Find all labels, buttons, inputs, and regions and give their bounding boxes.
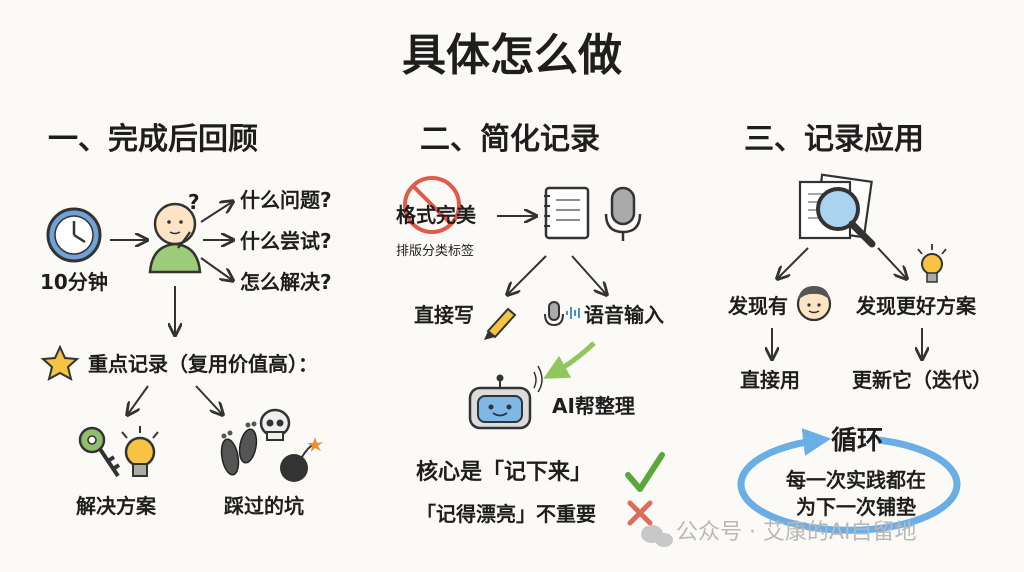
format-sublabel: 排版分类标签 [396, 244, 475, 259]
notebook-icon [544, 186, 590, 240]
lightbulb-icon [121, 426, 159, 477]
watermark: 公众号 · 艾康的AI自留地 [676, 520, 917, 545]
arrow [200, 257, 232, 280]
checkmark-icon [625, 452, 665, 492]
voice-input-label: 语音输入 [584, 303, 664, 327]
forbid-icon [403, 176, 461, 234]
voice-mic-icon [544, 301, 580, 327]
col2-heading: 二、简化记录 [420, 122, 600, 157]
outcome-pitfalls: 踩过的坑 [224, 494, 304, 518]
microphone-icon [604, 186, 642, 241]
arrow [778, 247, 809, 278]
page-title: 具体怎么做 [402, 30, 622, 81]
robot-icon [468, 365, 543, 430]
question-1: 什么问题? [240, 188, 332, 212]
arrow [128, 385, 149, 414]
question-mark: ? [188, 190, 200, 214]
thinking-person-icon [148, 202, 202, 274]
found-label: 发现有 [728, 294, 788, 318]
outcome-solution: 解决方案 [76, 494, 156, 518]
record-label: 重点记录（复用价值高）： [88, 352, 318, 376]
footprint-icon [220, 421, 258, 476]
cycle-line-2: 为下一次铺垫 [796, 495, 916, 519]
arrow [877, 247, 906, 278]
skull-icon [259, 408, 291, 441]
cross-icon [627, 500, 653, 526]
magnifier-documents-icon [798, 173, 876, 248]
cycle-line-1: 每一次实践都在 [786, 468, 926, 492]
use-direct-label: 直接用 [740, 368, 800, 392]
col3-heading: 三、记录应用 [744, 122, 924, 157]
time-label: 10分钟 [40, 270, 108, 294]
cycle-title: 循环 [831, 426, 884, 456]
question-3: 怎么解决? [240, 270, 332, 294]
pencil-icon [484, 307, 517, 340]
arrow [200, 202, 232, 223]
format-label: 格式完美 [396, 203, 476, 227]
core-label: 核心是「记下来」 [416, 460, 593, 485]
arrow [195, 385, 222, 414]
better-solution-label: 发现更好方案 [856, 294, 976, 318]
direct-write-label: 直接写 [414, 303, 474, 327]
cycle-ring [737, 428, 961, 534]
not-important-label: 「记得漂亮」不重要 [416, 502, 596, 526]
key-icon [78, 426, 121, 478]
question-2: 什么尝试? [240, 229, 332, 253]
star-icon [40, 344, 80, 381]
small-bulb-icon [917, 244, 947, 283]
green-arrow [543, 341, 596, 379]
ai-label: AI帮整理 [552, 394, 635, 418]
update-label: 更新它（迭代） [852, 368, 992, 392]
person-face-icon [796, 286, 832, 322]
arrow [508, 255, 547, 294]
bomb-icon [280, 437, 323, 482]
clock-icon [46, 207, 102, 263]
arrow [571, 255, 606, 294]
col1-heading: 一、完成后回顾 [48, 122, 258, 157]
wechat-logo-icon [641, 525, 673, 547]
